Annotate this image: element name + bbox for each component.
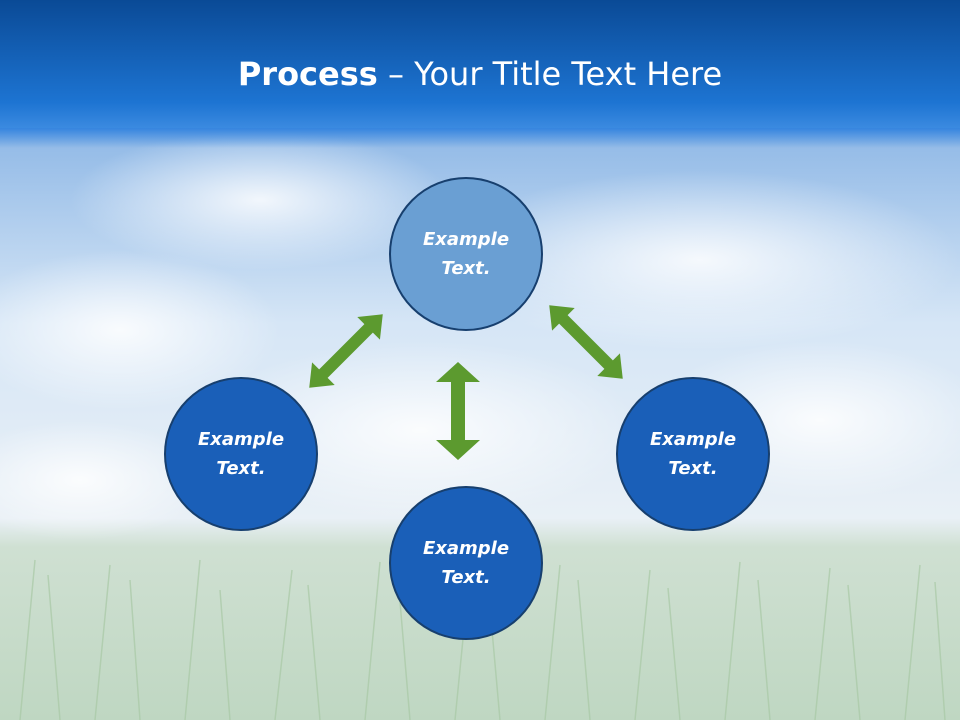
process-node-right: Example Text. bbox=[616, 377, 770, 531]
double-arrow-top-right bbox=[549, 305, 623, 379]
double-arrow-top-left bbox=[309, 314, 383, 388]
double-arrow-vertical bbox=[436, 362, 480, 460]
process-node-top: Example Text. bbox=[389, 177, 543, 331]
slide-title: Process – Your Title Text Here bbox=[0, 52, 960, 96]
process-node-right-label: Example Text. bbox=[649, 429, 737, 479]
process-node-bottom-label: Example Text. bbox=[422, 538, 510, 588]
title-bold: Process bbox=[237, 55, 378, 93]
process-node-bottom: Example Text. bbox=[389, 486, 543, 640]
title-rest: – Your Title Text Here bbox=[377, 55, 723, 93]
process-node-left: Example Text. bbox=[164, 377, 318, 531]
process-node-left-label: Example Text. bbox=[197, 429, 285, 479]
process-node-top-label: Example Text. bbox=[422, 229, 510, 279]
